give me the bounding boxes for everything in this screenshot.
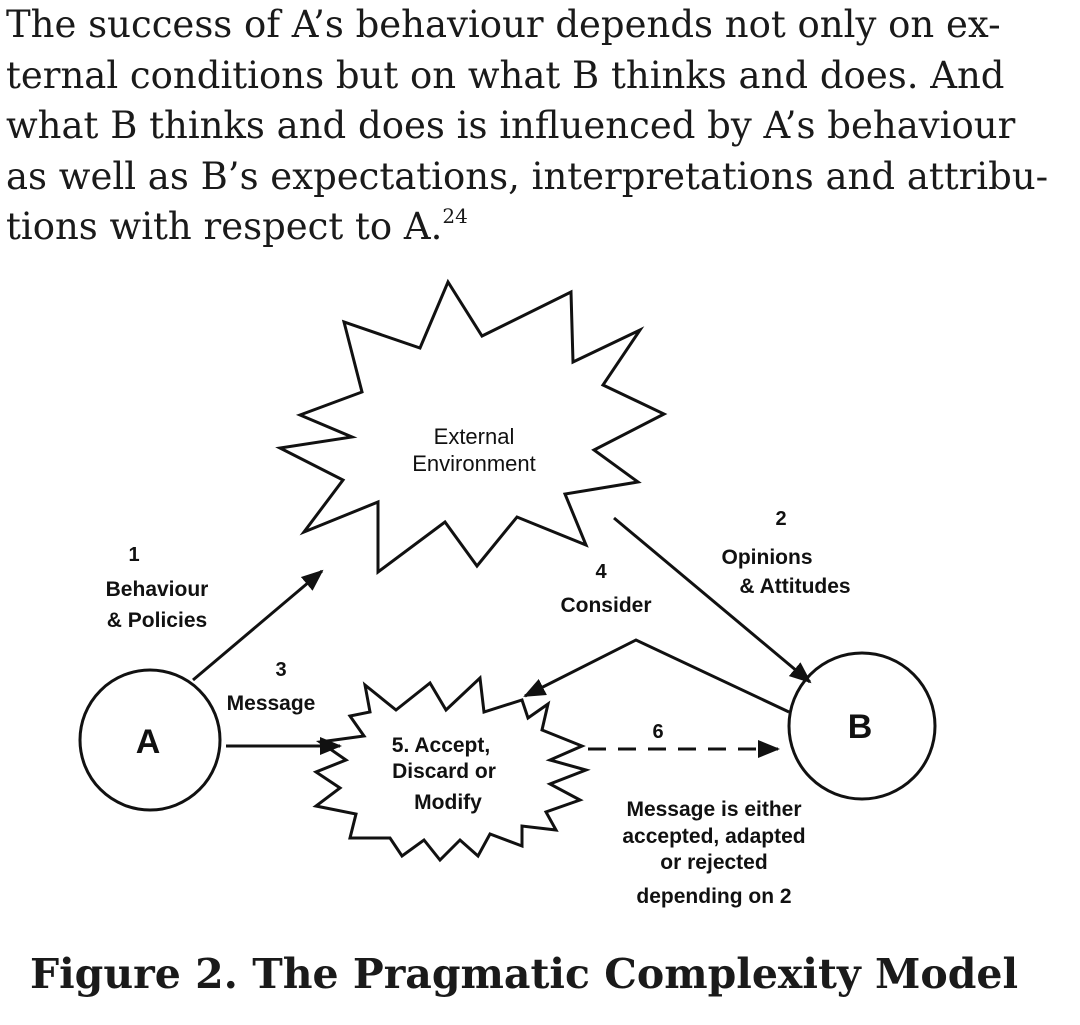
outcome-line-3: or rejected: [660, 851, 767, 874]
outcome-line-1: Message is either: [626, 798, 801, 821]
external-environment-label-line-1: External: [434, 424, 515, 449]
label-2-line-2: & Attitudes: [739, 575, 850, 598]
arrow-behaviour-policies: [192, 569, 324, 682]
external-environment-label-line-2: Environment: [412, 451, 536, 476]
label-1-line-1: Behaviour: [106, 578, 209, 601]
figure-caption: Figure 2. The Pragmatic Complexity Model: [30, 950, 1019, 998]
external-environment-burst: [275, 278, 668, 575]
body-paragraph: The success of A’s behaviour depends not…: [6, 0, 1076, 253]
label-3-line-1: Message: [227, 692, 316, 715]
label-3-number: 3: [275, 659, 286, 681]
accept-discard-modify-burst: [312, 674, 591, 863]
paragraph-line-2: ternal conditions but on what B thinks a…: [6, 53, 1005, 97]
arrow-opinions-attitudes: [613, 516, 812, 684]
node-a-label: A: [136, 723, 161, 761]
arrow-consider: [523, 638, 790, 714]
label-4-line-1: Consider: [560, 594, 651, 617]
paragraph-line-4: as well as B’s expectations, interpretat…: [6, 154, 1049, 198]
label-6-number: 6: [652, 721, 663, 743]
paragraph-line-5-text: tions with respect to A.: [6, 205, 443, 248]
node-b-label: B: [848, 708, 873, 746]
accept-label-line-2: Discard or: [392, 760, 496, 783]
accept-label-line-1: 5. Accept,: [392, 734, 490, 757]
paragraph-line-3: what B thinks and does is influenced by …: [6, 104, 1016, 147]
node-a-circle: [78, 668, 222, 812]
footnote-marker: 24: [442, 204, 468, 228]
node-b-circle: [787, 651, 937, 801]
label-2-line-1: Opinions: [722, 546, 813, 569]
pragmatic-complexity-diagram: External Environment 5. Accept, Discard …: [78, 278, 937, 908]
paragraph-line-1: The success of A’s behaviour depends not…: [6, 3, 1001, 46]
label-1-number: 1: [128, 544, 139, 566]
outcome-line-2: accepted, adapted: [622, 825, 805, 848]
paragraph-line-5: tions with respect to A.24: [6, 202, 1076, 253]
accept-label-line-3: Modify: [414, 791, 482, 814]
label-4-number: 4: [595, 561, 607, 583]
label-2-number: 2: [775, 508, 786, 530]
outcome-line-4: depending on 2: [636, 885, 791, 908]
label-1-line-2: & Policies: [107, 609, 207, 632]
